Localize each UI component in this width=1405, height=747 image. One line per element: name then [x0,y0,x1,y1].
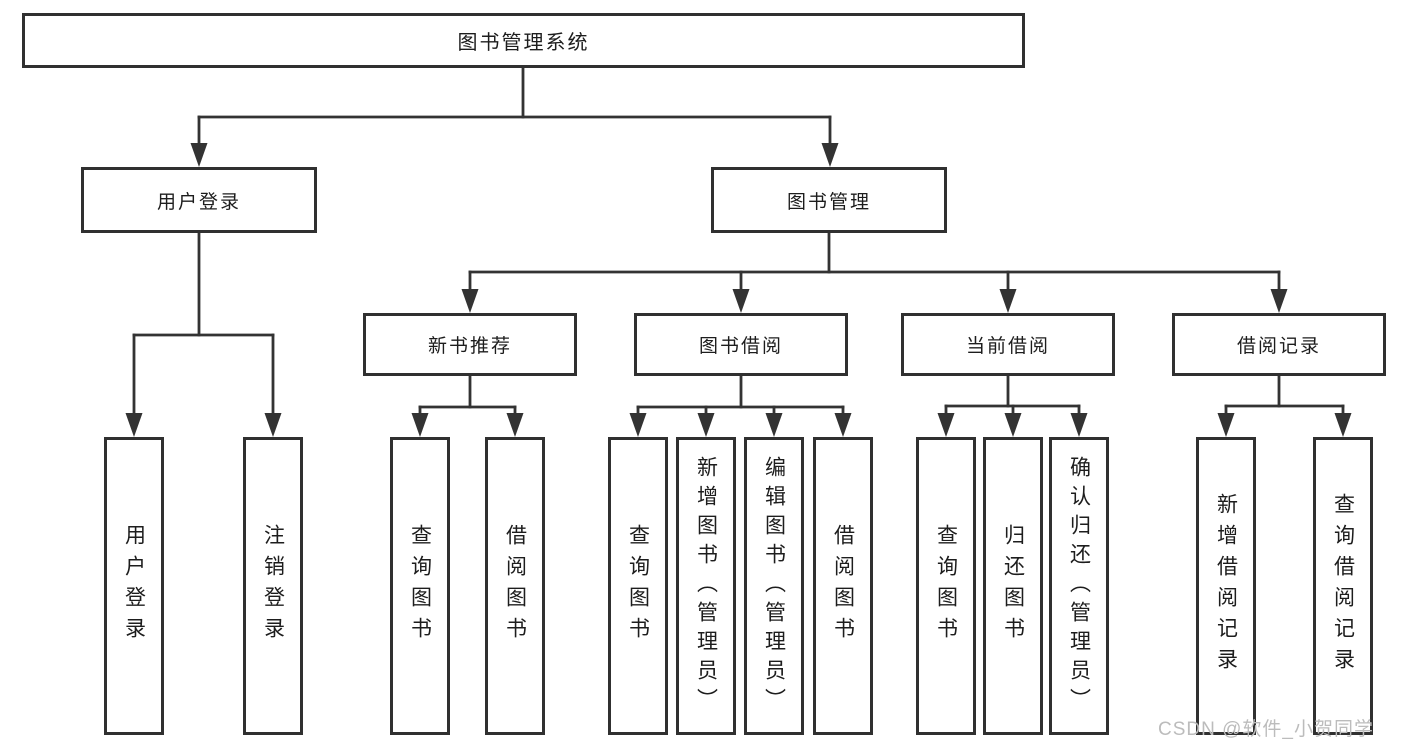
node-label: 用户登录 [122,524,146,648]
node-new-book-recommend: 新书推荐 [363,313,577,376]
node-label: 查询图书 [626,524,650,648]
node-leaf-return-book: 归还图书 [983,437,1043,735]
node-label: 新增借阅记录 [1214,493,1238,679]
node-label: 借阅图书 [503,524,527,648]
node-current-borrowing: 当前借阅 [901,313,1115,376]
node-label: 确认归还（管理员） [1067,455,1091,717]
node-leaf-query-books-recommend: 查询图书 [390,437,450,735]
node-book-borrowing: 图书借阅 [634,313,848,376]
node-label: 借阅记录 [1236,336,1321,357]
node-label: 注销登录 [261,524,285,648]
node-label: 当前借阅 [965,336,1050,357]
node-label: 图书管理系统 [457,32,590,54]
node-label: 新增图书（管理员） [694,455,718,717]
node-label: 编辑图书（管理员） [762,455,786,717]
node-library-system: 图书管理系统 [22,13,1025,68]
node-leaf-add-book-admin: 新增图书（管理员） [676,437,736,735]
node-leaf-user-login: 用户登录 [104,437,164,735]
node-book-management: 图书管理 [711,167,947,233]
node-user-login: 用户登录 [81,167,317,233]
node-leaf-query-books-borrow: 查询图书 [608,437,668,735]
node-label: 用户登录 [156,191,241,213]
node-leaf-add-borrow-record: 新增借阅记录 [1196,437,1256,735]
node-borrowing-records: 借阅记录 [1172,313,1386,376]
node-leaf-borrow-books-recommend: 借阅图书 [485,437,545,735]
node-label: 图书借阅 [698,336,783,357]
node-label: 借阅图书 [831,524,855,648]
node-label: 新书推荐 [427,336,512,357]
node-label: 查询借阅记录 [1331,493,1355,679]
node-leaf-query-borrow-record: 查询借阅记录 [1313,437,1373,735]
node-label: 查询图书 [934,524,958,648]
node-leaf-query-books-current: 查询图书 [916,437,976,735]
node-label: 归还图书 [1001,524,1025,648]
node-leaf-borrow-books: 借阅图书 [813,437,873,735]
node-leaf-edit-book-admin: 编辑图书（管理员） [744,437,804,735]
node-label: 查询图书 [408,524,432,648]
watermark: CSDN @软件_小贺同学 [1158,719,1374,740]
node-label: 图书管理 [786,191,871,213]
node-leaf-confirm-return-admin: 确认归还（管理员） [1049,437,1109,735]
node-leaf-logout: 注销登录 [243,437,303,735]
